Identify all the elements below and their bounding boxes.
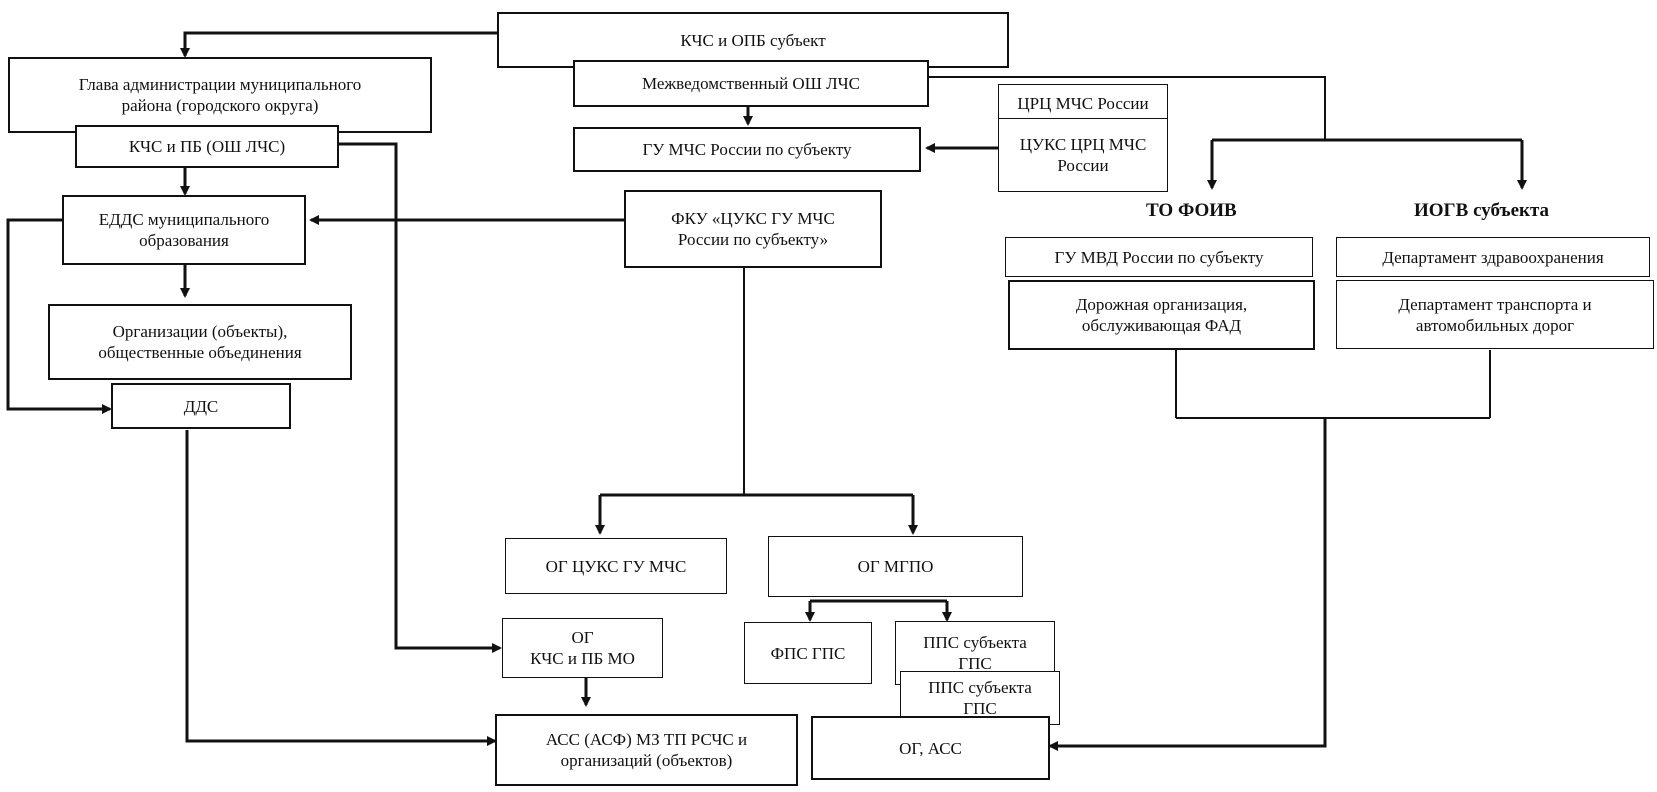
og-mgpo-box: ОГ МГПО (768, 536, 1023, 597)
interagency-hq-box: Межведомственный ОШ ЛЧС (573, 60, 929, 107)
to-foiv-heading: ТО ФОИВ (1146, 200, 1237, 221)
connector-subject-to-head (180, 31, 497, 58)
kchs-pb-box: КЧС и ПБ (ОШ ЛЧС) (75, 125, 339, 168)
connector-kchs-to-og-mo (338, 142, 502, 653)
fku-cuks-box: ФКУ «ЦУКС ГУ МЧС России по субъекту» (624, 190, 882, 268)
og-kchs-mo-box: ОГ КЧС и ПБ МО (502, 618, 663, 678)
edds-box: ЕДДС муниципального образования (62, 195, 306, 265)
og-cuks-box: ОГ ЦУКС ГУ МЧС (505, 538, 727, 594)
transport-dept-box: Департамент транспорта и автомобильных д… (1336, 280, 1654, 349)
connector-right-to-og-ass (1048, 418, 1327, 751)
head-admin-box: Глава администрации муниципального район… (8, 57, 432, 133)
organizations-box: Организации (объекты), общественные объе… (48, 304, 352, 380)
fps-gps-box: ФПС ГПС (744, 622, 872, 684)
connector-dds-to-ass (185, 430, 497, 746)
health-dept-box: Департамент здравоохранения (1336, 237, 1650, 277)
gu-mchs-subject-box: ГУ МЧС России по субъекту (573, 127, 921, 172)
cuks-crc-box: ЦУКС ЦРЦ МЧС России (998, 118, 1168, 192)
road-org-box: Дорожная организация, обслуживающая ФАД (1008, 280, 1315, 350)
og-ass-box: ОГ, АСС (811, 716, 1050, 780)
gu-mvd-box: ГУ МВД России по субъекту (1005, 237, 1313, 277)
dds-box: ДДС (111, 383, 291, 429)
iogv-subject-heading: ИОГВ субъекта (1414, 200, 1550, 221)
crc-mchs-box: ЦРЦ МЧС России (998, 84, 1168, 122)
connector-hq-right (928, 76, 1326, 140)
ass-asf-box: АСС (АСФ) МЗ ТП РСЧС и организаций (объе… (495, 714, 798, 786)
connector-edds-to-dds (6, 218, 112, 414)
